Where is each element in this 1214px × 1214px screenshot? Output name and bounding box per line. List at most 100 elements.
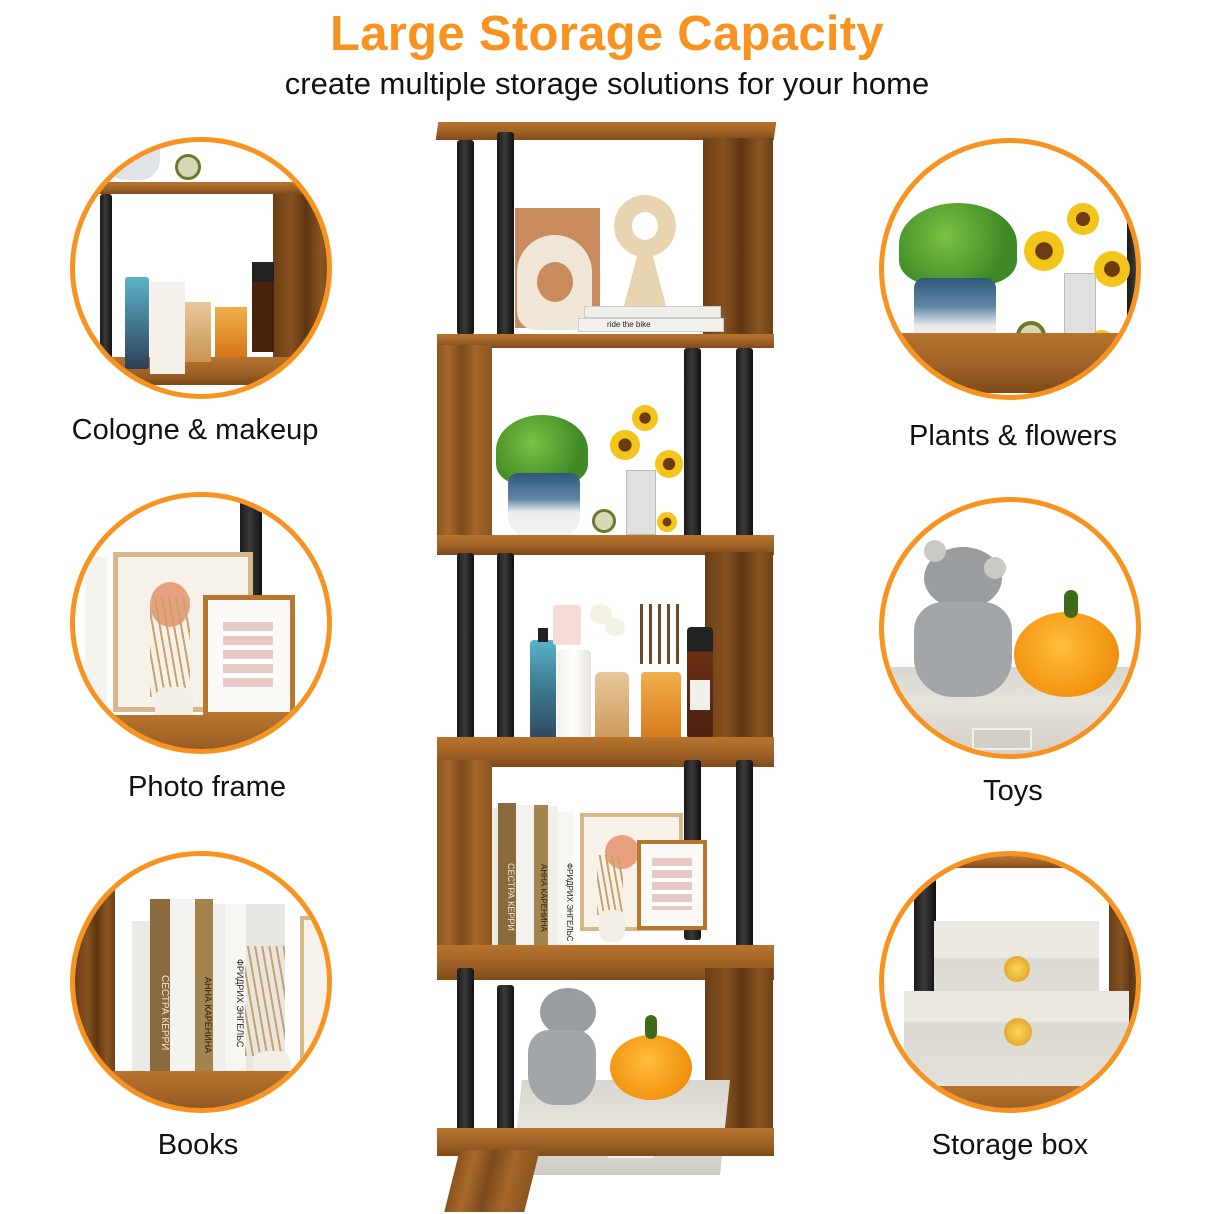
book-stack: ride the bike: [578, 318, 724, 332]
makeup-brushes: [640, 604, 680, 664]
feature-label: Plants & flowers: [909, 420, 1117, 452]
sunflower: [655, 450, 683, 478]
feature-label: Books: [157, 1129, 239, 1161]
feature-label: Toys: [983, 775, 1043, 807]
lotion-bottle: [125, 277, 149, 369]
sculpture-base: [624, 250, 666, 306]
feature-label: Photo frame: [128, 771, 286, 803]
metal-pole: [497, 553, 514, 758]
amber-bottle: [641, 672, 681, 742]
metal-pole: [1127, 203, 1136, 323]
feature-circle: [879, 497, 1141, 759]
white-rose: [590, 604, 612, 624]
book-brown: АННА КАРЕНИНА: [534, 805, 548, 948]
amber-bottle: [215, 307, 247, 357]
pumpkin-stem: [645, 1015, 657, 1039]
metal-pole: [100, 194, 112, 394]
metal-pole: [736, 348, 753, 548]
plant-pot-edge: [105, 142, 160, 180]
book-white: [548, 806, 558, 948]
book: [213, 904, 225, 1071]
pumpkin-plush: [610, 1035, 692, 1100]
teddy-bear-body: [914, 602, 1012, 697]
feature-circle: [879, 851, 1141, 1113]
picture-frame-edge: [300, 916, 327, 1066]
feature-circle: [879, 138, 1141, 400]
frame-artwork: [652, 858, 692, 910]
shelf-board: [437, 737, 774, 767]
book: [132, 921, 150, 1071]
sunflower: [1094, 251, 1130, 287]
book: АННА КАРЕНИНА: [195, 899, 213, 1071]
side-panel: [273, 194, 327, 364]
feature-circle: [70, 137, 332, 399]
feature-label: Cologne & makeup: [71, 414, 319, 446]
sunflower: [632, 405, 658, 431]
sunflower: [657, 512, 677, 532]
book-stack: [584, 306, 721, 318]
upper-shelf: [75, 182, 327, 194]
box-handle: [972, 728, 1032, 750]
plant-foliage: [899, 203, 1017, 285]
shelf-side-panel: [703, 138, 773, 338]
frame-artwork: [223, 622, 273, 687]
vase-hole: [537, 262, 573, 302]
metal-pole: [457, 968, 474, 1133]
metal-pole: [457, 553, 474, 743]
pumpkin-plush: [1014, 612, 1119, 697]
teddy-bear-ear: [924, 540, 946, 562]
pump-head: [538, 628, 548, 642]
book-white: [516, 805, 534, 948]
shelf-board: [75, 1071, 327, 1108]
small-picture-frame: [203, 595, 295, 717]
subheadline: create multiple storage solutions for yo…: [284, 66, 930, 101]
serum-label: [690, 680, 710, 710]
reed-diffuser-sticks: [597, 855, 623, 915]
book-brown: СЕСТРА КЕРРИ: [498, 803, 516, 950]
feature-circle: [70, 492, 332, 754]
shelf-side-panel: [705, 552, 773, 742]
metal-pole: [497, 132, 514, 337]
shelf-board: [75, 715, 327, 749]
feature-circle: СЕСТРА КЕРРИ АННА КАРЕНИНА ФРИДРИХ ЭНГЕЛ…: [70, 851, 332, 1113]
shelf-side-panel: [437, 345, 492, 545]
diffuser-bottle: [599, 910, 625, 942]
teddy-bear-head: [540, 988, 596, 1036]
book: СЕСТРА КЕРРИ: [150, 899, 170, 1071]
sculpture-hole: [632, 212, 658, 240]
reed-diffuser-sticks: [150, 597, 190, 697]
teddy-bear-ear: [984, 557, 1006, 579]
book: [170, 899, 195, 1071]
serum-bottle: [252, 262, 274, 352]
side-panel: [75, 856, 115, 1076]
headline: Large Storage Capacity: [330, 7, 884, 61]
shelf-board: [437, 334, 774, 348]
shelf-base-front: [444, 1150, 540, 1212]
upper-shelf: [884, 856, 1136, 868]
gold-clasp: [1004, 1018, 1032, 1046]
book-white: ФРИДРИХ ЭНГЕЛЬС: [558, 812, 574, 947]
flower-pot: [508, 473, 580, 538]
reed-diffuser-sticks: [245, 946, 285, 1056]
shelf-board: [884, 333, 1136, 393]
book-white: [492, 808, 500, 948]
clock: [175, 154, 201, 180]
sunflower: [1024, 231, 1064, 271]
glass-vase: [626, 470, 656, 535]
metal-pole: [736, 760, 753, 955]
sunflower: [610, 430, 640, 460]
white-canister: [557, 650, 591, 750]
amber-glass-vase: [595, 672, 629, 747]
white-rose: [605, 618, 625, 636]
lotion-bottle: [530, 640, 556, 748]
alarm-clock: [592, 509, 616, 533]
gold-clasp: [1004, 956, 1030, 982]
white-canister: [150, 282, 185, 374]
book-spine: [85, 557, 107, 727]
shelf-board: [884, 1086, 1136, 1108]
teddy-bear-body: [528, 1030, 596, 1105]
metal-pole: [684, 348, 701, 543]
amber-vase: [185, 302, 211, 362]
sunflower: [1067, 203, 1099, 235]
